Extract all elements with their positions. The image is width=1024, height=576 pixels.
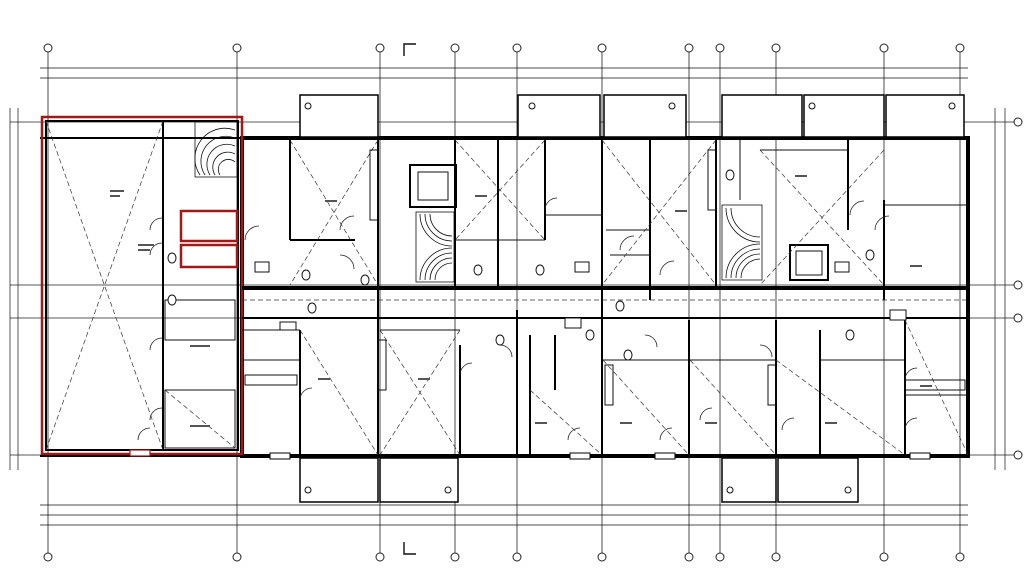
stair-core-right (721, 204, 829, 281)
grid-bubbles-bottom (43, 552, 965, 562)
grid-bubbles-top (43, 43, 965, 53)
door-swings (137, 197, 918, 441)
room-diagonals (242, 139, 969, 456)
section-marks (403, 43, 416, 555)
highlighted-space (40, 115, 244, 456)
dimension-lines (9, 67, 1006, 526)
sanitary-fixtures (167, 169, 907, 361)
balconies-top (299, 94, 965, 138)
stair-core-middle (409, 164, 457, 283)
building-outline (40, 136, 970, 458)
balconies-bottom (299, 457, 859, 503)
stair-left (194, 121, 238, 178)
interior-walls (242, 138, 968, 456)
facade-openings (129, 449, 931, 460)
kitchen-counters (244, 149, 966, 406)
room-label-marks (110, 175, 932, 427)
grid-bubbles-right (1013, 117, 1023, 460)
